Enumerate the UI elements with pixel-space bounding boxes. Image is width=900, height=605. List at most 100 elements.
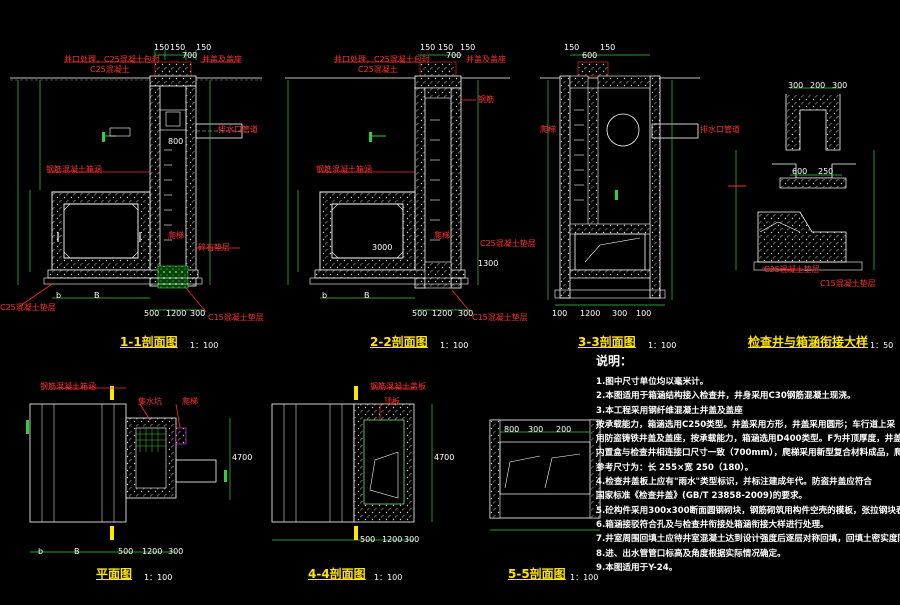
label-ladder-11: 爬梯 bbox=[168, 231, 184, 240]
scale-section-4-4: 1：100 bbox=[374, 573, 403, 582]
note-item: 用防盗铸铁井盖及盖座，按承载能力，箱涵选用D400类型。F为井顶厚度，井盖板上 bbox=[596, 434, 900, 445]
dim-top-150c-22: 150 bbox=[460, 43, 476, 52]
label-rcbox-plan: 钢筋混凝土箱涵 bbox=[40, 382, 96, 391]
section-1-1 bbox=[10, 50, 262, 311]
note-item: 2.本图适用于箱涵结构接入检查井，井身采用C30钢筋混凝土现浇。 bbox=[596, 391, 856, 402]
dim-300-33: 300 bbox=[612, 309, 628, 318]
title-section-2-2: 2-2剖面图 bbox=[370, 335, 428, 349]
label-well-cover-11: 井口处理，C25混凝土包封 bbox=[64, 55, 160, 64]
dim-500-11: 500 bbox=[144, 309, 160, 318]
dim-1200-33: 1200 bbox=[580, 309, 601, 318]
dim-250-detail: 250 bbox=[818, 167, 834, 176]
title-section-3-3: 3-3剖面图 bbox=[578, 335, 636, 349]
dim-300-44: 300 bbox=[404, 535, 420, 544]
notes-list: 1.图中尺寸单位均以毫米计。 2.本图适用于箱涵结构接入检查井，井身采用C30钢筋… bbox=[596, 375, 900, 575]
dim-200-55: 200 bbox=[556, 425, 572, 434]
dim-top-150b-33: 150 bbox=[600, 43, 616, 52]
dim-300-plan: 300 bbox=[168, 547, 184, 556]
dim-top-150c: 150 bbox=[196, 43, 212, 52]
note-item: 按承载能力，箱涵选用C250类型。井盖采用方形，井盖采用圆形；车行道上采 bbox=[596, 419, 896, 430]
dim-top-150-33: 150 bbox=[564, 43, 580, 52]
dim-top-150b: 150 bbox=[170, 43, 186, 52]
dim-top-700: 700 bbox=[182, 51, 198, 60]
dim-800-11: 800 bbox=[168, 137, 184, 146]
dim-B-plan: B bbox=[74, 547, 80, 556]
dim-300-22: 300 bbox=[458, 309, 474, 318]
dim-B-11: B bbox=[94, 291, 100, 300]
section-3-3 bbox=[540, 54, 700, 306]
dim-4700-plan: 4700 bbox=[232, 453, 253, 462]
label-pipe-11: 井盖及盖座 bbox=[202, 55, 242, 64]
dim-1300-22: 1300 bbox=[478, 259, 499, 268]
title-plan: 平面图 bbox=[96, 567, 133, 581]
plan-view bbox=[26, 386, 231, 553]
dim-300-55: 300 bbox=[528, 425, 544, 434]
label-c15-11: C15混凝土垫层 bbox=[208, 313, 264, 322]
notes-block: 说明： 1.图中尺寸单位均以毫米计。 2.本图适用于箱涵结构接入检查井，井身采用C… bbox=[596, 352, 900, 575]
dim-top-150a: 150 bbox=[154, 43, 170, 52]
note-item: 5.砼构件采用300x300断面圆钢砌块，钢筋砌筑用构件空壳的模板，张拉钢块表面… bbox=[596, 505, 900, 516]
note-item: 内置盒与检查井相连接口尺寸一致（700mm），爬梯采用新型复合材料成品，爬梯 bbox=[596, 448, 900, 459]
dim-100b-33: 100 bbox=[636, 309, 652, 318]
label-rccover-44: 钢筋混凝土盖板 bbox=[370, 382, 426, 391]
dim-b-22: b bbox=[322, 291, 328, 300]
label-rcbox-22: 钢筋混凝土箱涵 bbox=[316, 165, 372, 174]
dim-B-22: B bbox=[364, 291, 370, 300]
scale-detail: 1：50 bbox=[870, 341, 894, 350]
label-c15-22: C15混凝土垫层 bbox=[472, 313, 528, 322]
dim-300-11: 300 bbox=[190, 309, 206, 318]
scale-section-1-1: 1：100 bbox=[190, 341, 219, 350]
dim-b-plan: b bbox=[38, 547, 44, 556]
note-item: 7.井室周围回填土应待井室混凝土达到设计强度后逐层对称回填，回填土密实度同周 bbox=[596, 534, 900, 545]
label-pipe-22: 井盖及盖座 bbox=[466, 55, 506, 64]
dim-600-detail: 600 bbox=[792, 167, 808, 176]
label-c15-detail: C15混凝土垫层 bbox=[820, 279, 876, 288]
label-cover2-22: C25混凝土 bbox=[358, 65, 398, 74]
note-item: 6.箱涵接驳符合孔及与检查井衔接处箱涵衔接大样进行处理。 bbox=[596, 519, 829, 530]
dim-200-detail: 200 bbox=[810, 81, 826, 90]
label-rebar-22: 钢筋 bbox=[478, 95, 494, 104]
label-c25-22: C25混凝土垫层 bbox=[480, 239, 536, 248]
title-section-4-4: 4-4剖面图 bbox=[308, 567, 366, 581]
section-2-2 bbox=[285, 54, 510, 311]
note-item: 4.检查井盖板上应有"雨水"类型标识，并标注建成年代。防盗井盖应符合 bbox=[596, 477, 873, 488]
section-4-4 bbox=[271, 386, 433, 541]
note-item: 8.进、出水管管口标高及角度根据实际情况确定。 bbox=[596, 548, 786, 559]
note-item: 9.本图适用于Y-24。 bbox=[596, 562, 678, 573]
label-c25-detail: C25混凝土垫层 bbox=[764, 265, 820, 274]
dim-300b-detail: 300 bbox=[832, 81, 848, 90]
dim-1200-11: 1200 bbox=[166, 309, 187, 318]
title-section-1-1: 1-1剖面图 bbox=[120, 335, 178, 349]
dim-1200-plan: 1200 bbox=[142, 547, 163, 556]
dim-top-150b-22: 150 bbox=[438, 43, 454, 52]
dim-500-22: 500 bbox=[412, 309, 428, 318]
dim-4700-44: 4700 bbox=[434, 453, 455, 462]
dim-1200-22: 1200 bbox=[432, 309, 453, 318]
dim-1200-44: 1200 bbox=[382, 535, 403, 544]
label-outfall-33: 排水口管道 bbox=[700, 125, 740, 134]
label-ladder-plan: 爬梯 bbox=[182, 397, 198, 406]
label-cover2-11: C25混凝土 bbox=[90, 65, 130, 74]
notes-heading: 说明： bbox=[596, 354, 633, 368]
dim-b-11: b bbox=[56, 291, 62, 300]
title-detail: 检查井与箱涵衔接大样 bbox=[748, 335, 869, 349]
label-c25-11: C25混凝土垫层 bbox=[0, 303, 56, 312]
detail-junction bbox=[728, 87, 875, 271]
section-5-5 bbox=[489, 419, 601, 531]
scale-plan: 1：100 bbox=[144, 573, 173, 582]
label-ladder-22: 爬梯 bbox=[434, 231, 450, 240]
scale-section-2-2: 1：100 bbox=[440, 341, 469, 350]
dim-top-600-33: 600 bbox=[582, 51, 598, 60]
scale-section-3-3: 1：100 bbox=[648, 341, 677, 350]
label-ladder-33: 爬梯 bbox=[540, 125, 556, 134]
note-item: 1.图中尺寸单位均以毫米计。 bbox=[596, 377, 709, 387]
dim-100a-33: 100 bbox=[552, 309, 568, 318]
note-item: 国家标准《检查井盖》(GB/T 23858-2009)的要求。 bbox=[596, 491, 808, 502]
label-well-cover-22: 井口处理，C25混凝土包封 bbox=[334, 55, 430, 64]
label-sump-plan: 集水坑 bbox=[138, 397, 162, 406]
dim-800-55: 800 bbox=[504, 425, 520, 434]
dim-500-plan: 500 bbox=[118, 547, 134, 556]
label-rcbox-11: 钢筋混凝土箱涵 bbox=[46, 165, 102, 174]
